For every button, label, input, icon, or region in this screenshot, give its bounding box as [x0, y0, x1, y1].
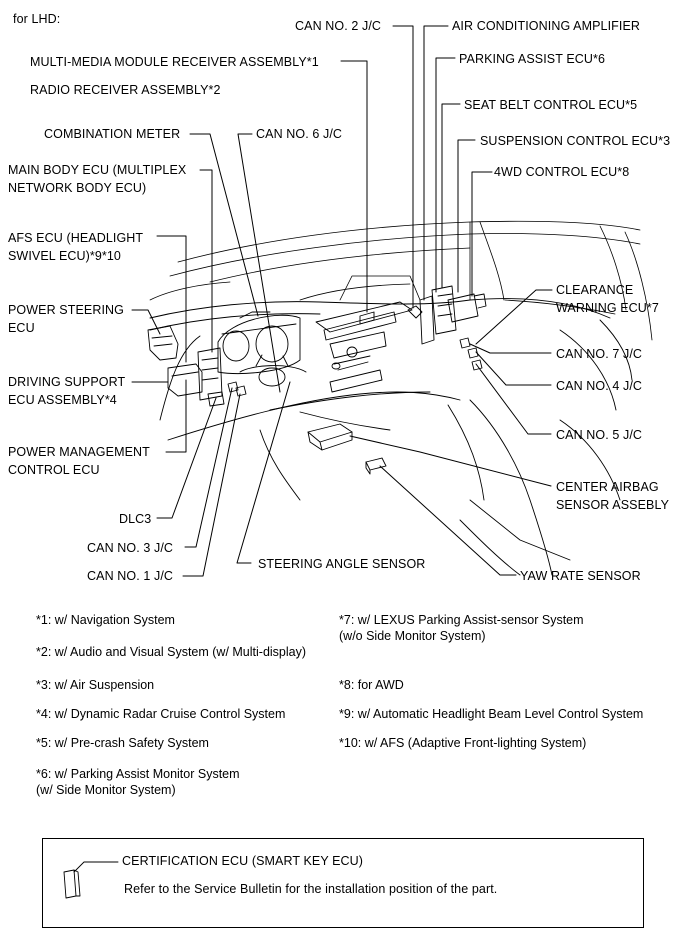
footnote-7: *7: w/ LEXUS Parking Assist-sensor Syste… [339, 613, 584, 643]
label-main-body-ecu: MAIN BODY ECU (MULTIPLEX NETWORK BODY EC… [8, 163, 187, 195]
footnote-8: *8: for AWD [339, 678, 404, 692]
label-can-no-7-jc: CAN NO. 7 J/C [556, 347, 643, 361]
label-power-management-control-ecu: POWER MANAGEMENT CONTROL ECU [8, 445, 150, 477]
label-4wd-control-ecu: 4WD CONTROL ECU*8 [494, 165, 630, 179]
label-can-no-1-jc: CAN NO. 1 J/C [87, 569, 174, 583]
footnote-10: *10: w/ AFS (Adaptive Front-lighting Sys… [339, 736, 587, 750]
footnote-9: *9: w/ Automatic Headlight Beam Level Co… [339, 707, 644, 721]
label-driving-support-ecu: DRIVING SUPPORT ECU ASSEMBLY*4 [8, 375, 126, 407]
footnote-5: *5: w/ Pre-crash Safety System [36, 736, 209, 750]
label-parking-assist-ecu: PARKING ASSIST ECU*6 [459, 52, 606, 66]
footnote-3: *3: w/ Air Suspension [36, 678, 155, 692]
footnote-6: *6: w/ Parking Assist Monitor System (w/… [36, 767, 240, 797]
drawing-variant-label: for LHD: [13, 12, 61, 26]
steering-wheel-drawing [239, 354, 307, 387]
right-ecu-drawings [407, 285, 487, 371]
certification-ecu-note-box [42, 838, 644, 928]
leader-lines [131, 25, 553, 577]
label-yaw-rate-sensor: YAW RATE SENSOR [520, 569, 641, 583]
center-console-drawing [315, 301, 413, 393]
legend-note: Refer to the Service Bulletin for the in… [124, 882, 498, 896]
label-steering-angle-sensor: STEERING ANGLE SENSOR [258, 557, 426, 571]
footnote-4: *4: w/ Dynamic Radar Cruise Control Syst… [36, 707, 286, 721]
label-can-no-3-jc: CAN NO. 3 J/C [87, 541, 174, 555]
label-center-airbag-sensor: CENTER AIRBAG SENSOR ASSEBLY [556, 480, 670, 512]
label-afs-ecu: AFS ECU (HEADLIGHT SWIVEL ECU)*9*10 [8, 231, 144, 263]
legend-title: CERTIFICATION ECU (SMART KEY ECU) [122, 854, 364, 868]
cabin-outline [149, 220, 653, 341]
footnote-2: *2: w/ Audio and Visual System (w/ Multi… [36, 645, 307, 659]
label-seat-belt-control-ecu: SEAT BELT CONTROL ECU*5 [464, 98, 638, 112]
label-can-no-4-jc: CAN NO. 4 J/C [556, 379, 643, 393]
combination-meter-drawing [217, 311, 301, 374]
left-ecu-drawings [147, 325, 247, 407]
label-radio-receiver-assembly: RADIO RECEIVER ASSEMBLY*2 [30, 83, 221, 97]
label-power-steering-ecu: POWER STEERING ECU [8, 303, 124, 335]
center-airbag-drawing [307, 423, 353, 451]
label-combination-meter: COMBINATION METER [44, 127, 181, 141]
label-can-no-6-jc: CAN NO. 6 J/C [256, 127, 343, 141]
label-dlc3: DLC3 [119, 512, 152, 526]
label-clearance-warning-ecu: CLEARANCE WARNING ECU*7 [556, 283, 659, 315]
yaw-rate-drawing [365, 457, 387, 475]
label-multi-media-module-receiver: MULTI-MEDIA MODULE RECEIVER ASSEMBLY*1 [30, 55, 319, 69]
label-can-no-2-jc: CAN NO. 2 J/C [295, 19, 382, 33]
certification-ecu-icon [63, 861, 119, 899]
label-suspension-control-ecu: SUSPENSION CONTROL ECU*3 [480, 134, 671, 148]
label-air-conditioning-amplifier: AIR CONDITIONING AMPLIFIER [452, 19, 641, 33]
footnote-1: *1: w/ Navigation System [36, 613, 175, 627]
dashboard-body [149, 298, 633, 576]
label-can-no-5-jc: CAN NO. 5 J/C [556, 428, 643, 442]
